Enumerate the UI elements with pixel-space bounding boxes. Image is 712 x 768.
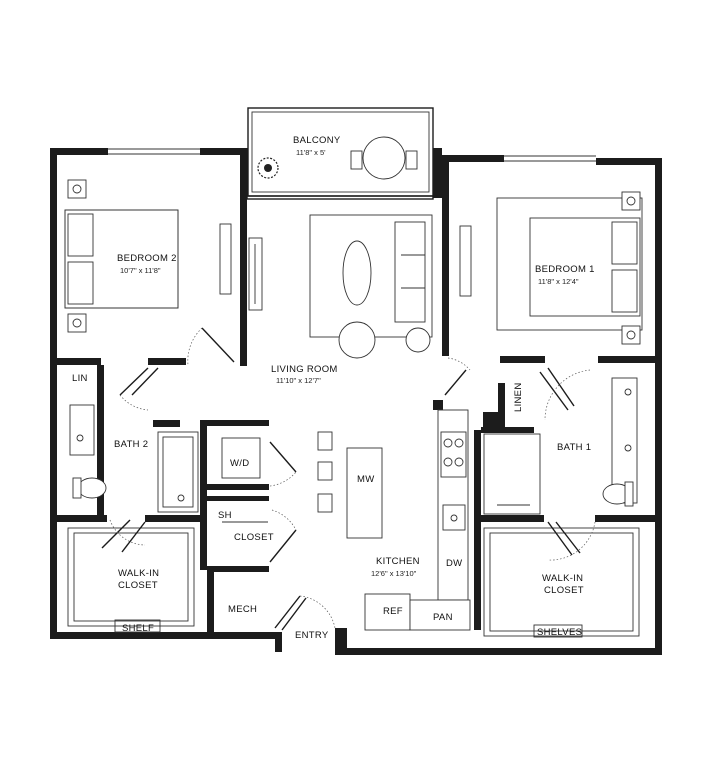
kitchen: [317, 409, 471, 631]
bedroom-2: [64, 179, 263, 333]
kitchen-dims: 12'6" x 13'10": [371, 569, 417, 578]
walk-in-closet-right-label-2: CLOSET: [544, 585, 584, 596]
balcony: [247, 107, 434, 197]
bedroom-1-label: BEDROOM 1: [535, 264, 595, 275]
balcony-dims: 11'8" x 5': [296, 148, 326, 157]
walk-in-closet-left-label-2: CLOSET: [118, 580, 158, 591]
living-room-label: LIVING ROOM: [271, 364, 338, 375]
dw-label: DW: [446, 558, 462, 569]
bedroom-1: [459, 191, 643, 345]
mech-label: MECH: [228, 604, 257, 615]
wd-label: W/D: [230, 458, 249, 469]
closet-label: CLOSET: [234, 532, 274, 543]
bedroom-1-dims: 11'8" x 12'4": [538, 277, 579, 286]
shelves-label: SHELVES: [537, 627, 582, 638]
bedroom-2-dims: 10'7" x 11'8": [120, 266, 161, 275]
living-room: [309, 214, 433, 359]
linen-label: LINEN: [513, 383, 524, 412]
exterior-walls: [50, 148, 662, 655]
doors: [101, 327, 596, 631]
ref-label: REF: [383, 606, 403, 617]
walk-in-closet-left: [67, 527, 195, 633]
windows: [108, 148, 596, 162]
bedroom-2-label: BEDROOM 2: [117, 253, 177, 264]
lin-label: LIN: [72, 373, 88, 384]
walk-in-closet-right-label-1: WALK-IN: [542, 573, 583, 584]
kitchen-label: KITCHEN: [376, 556, 420, 567]
washer-dryer: [221, 437, 261, 479]
entry-label: ENTRY: [295, 630, 329, 641]
bath-2: [69, 404, 199, 513]
bath-1-label: BATH 1: [557, 442, 591, 453]
bath-1: [483, 377, 638, 515]
bath-2-label: BATH 2: [114, 439, 148, 450]
walk-in-closet-left-label-1: WALK-IN: [118, 568, 159, 579]
balcony-label: BALCONY: [293, 135, 341, 146]
sh-label: SH: [218, 510, 232, 521]
mw-label: MW: [357, 474, 374, 485]
plant-icon: [257, 157, 279, 179]
pan-label: PAN: [433, 612, 453, 623]
shelf-label: SHELF: [122, 623, 154, 634]
living-room-dims: 11'10" x 12'7": [276, 376, 321, 385]
interior-walls: [57, 155, 655, 632]
